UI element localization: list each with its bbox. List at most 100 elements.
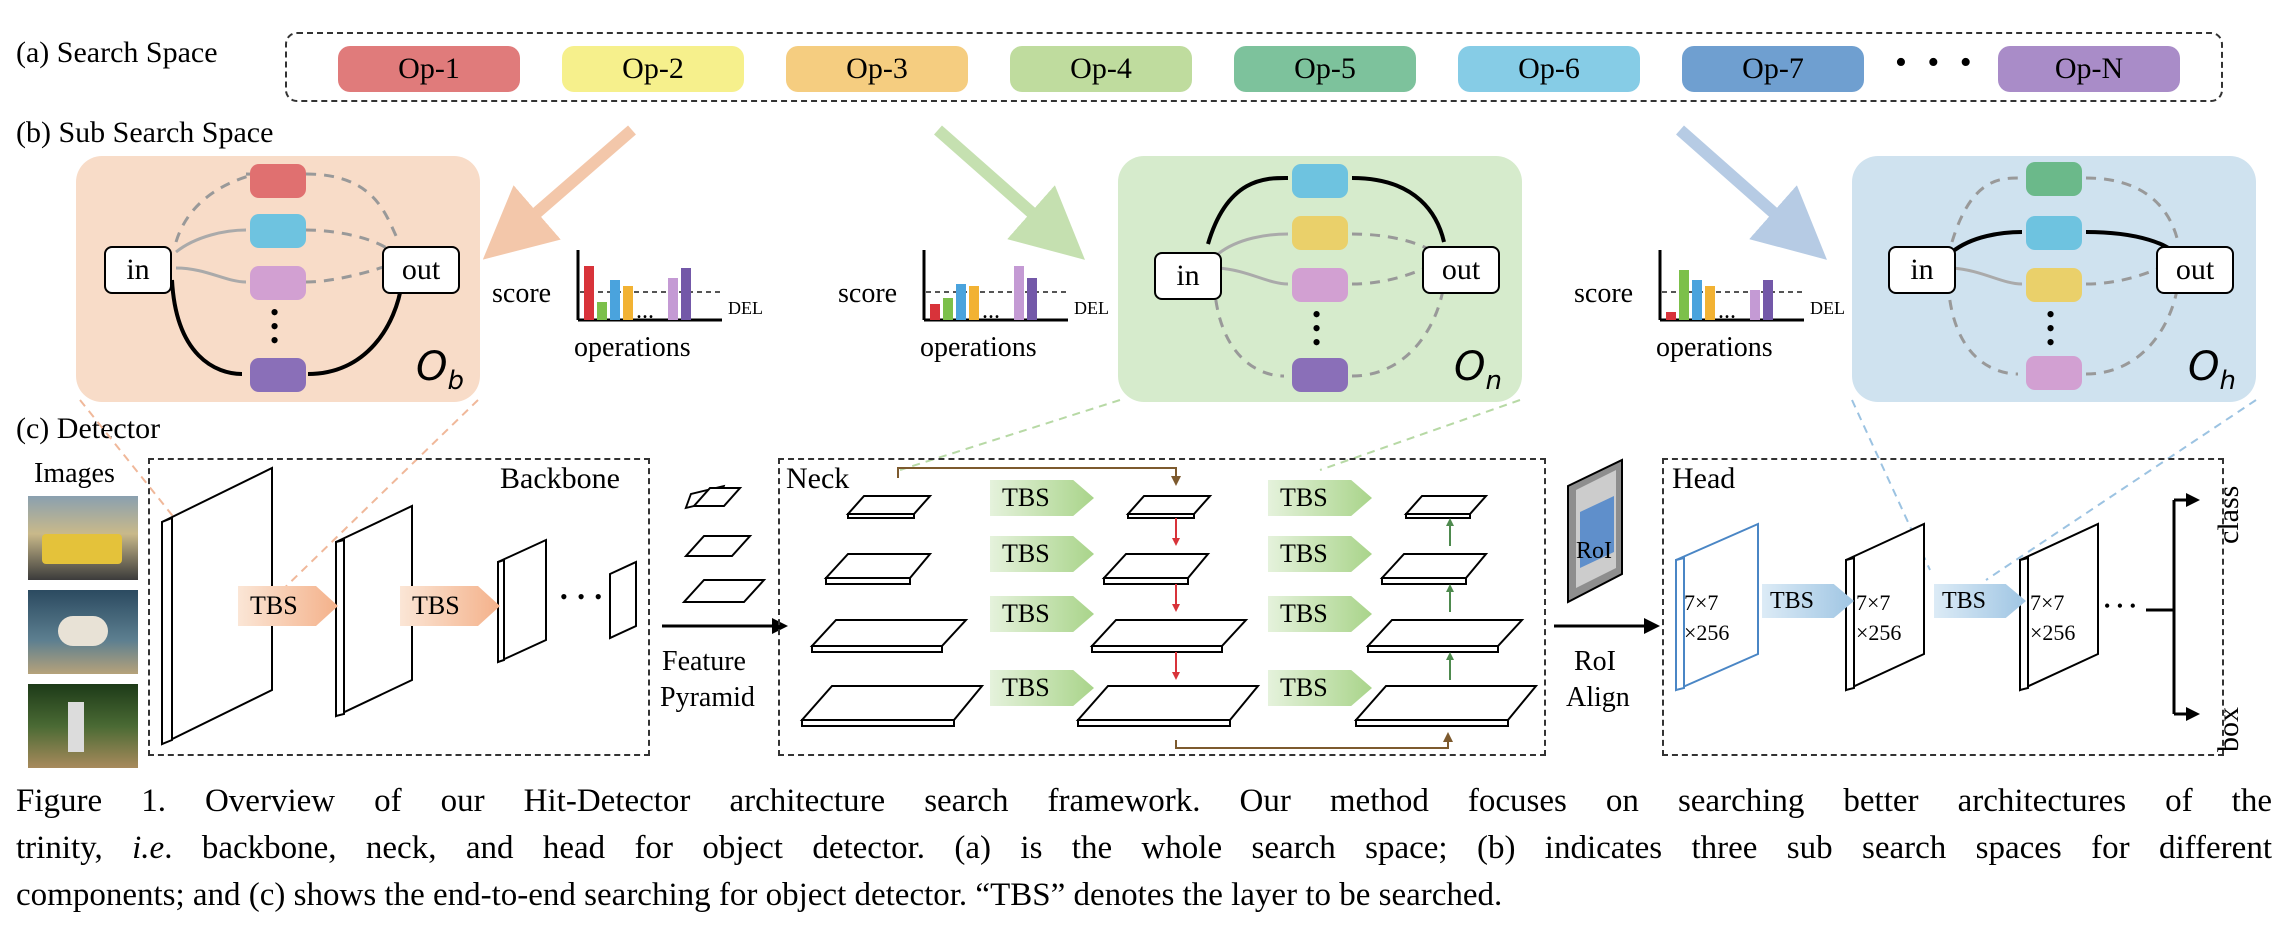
tbs-neck-7: TBS: [1268, 596, 1372, 632]
sub-space-neck-op: [1292, 164, 1348, 198]
neck-label: Neck: [786, 462, 850, 495]
sub-space-backbone-op: [250, 266, 306, 300]
sub-space-neck: in out ••• On: [1118, 156, 1522, 402]
sub-space-head-in: in: [1888, 246, 1956, 294]
tbs-backbone-1: TBS: [238, 586, 338, 626]
tbs-head-2: TBS: [1934, 584, 2026, 618]
tbs-neck-6: TBS: [1268, 536, 1372, 572]
sub-space-neck-subscript: n: [1485, 366, 1502, 396]
op-3: Op-3: [786, 46, 968, 92]
tbs-neck-8: TBS: [1268, 670, 1372, 706]
backbone-ellipsis: • • •: [560, 584, 605, 609]
head-block-dim-2: ×256: [1856, 620, 1902, 645]
sub-space-head-op: [2026, 216, 2082, 250]
bus-shape: [42, 534, 122, 564]
section-a-label: (a) Search Space: [16, 36, 218, 69]
sub-space-neck-op: [1292, 358, 1348, 392]
images-label: Images: [34, 458, 115, 489]
backbone-label: Backbone: [500, 462, 620, 495]
op-7: Op-7: [1682, 46, 1864, 92]
head-ellipsis: • • •: [2104, 596, 2137, 616]
sub-space-backbone-out: out: [382, 246, 460, 294]
svg-text:...: ...: [636, 298, 654, 322]
sub-space-backbone: in out ••• Ob: [76, 156, 480, 402]
score-chart-xlabel: operations: [1656, 332, 1773, 363]
head-block-1-label: 7×7 ×256: [1684, 588, 1729, 648]
caption-line-2: trinity, i.e. backbone, neck, and head f…: [16, 825, 2272, 872]
sub-space-head-op: [2026, 356, 2082, 390]
player-shape: [68, 702, 84, 752]
score-chart-bars: ...: [922, 250, 1068, 322]
head-blocks: [1675, 493, 2200, 721]
search-space-container: [285, 32, 2223, 102]
neck-feature-maps: [799, 467, 1539, 749]
head-block-dim-1: 7×7: [1684, 590, 1719, 615]
output-box-label: box: [2212, 707, 2245, 752]
op-4: Op-4: [1010, 46, 1192, 92]
sub-space-neck-vdots: •••: [1312, 300, 1322, 357]
section-c-label: (c) Detector: [16, 412, 161, 445]
thumbnail-dog-image: [28, 590, 138, 674]
score-chart-neck: score ... DEL operations: [836, 250, 1116, 370]
op-5: Op-5: [1234, 46, 1416, 92]
feature-pyramid-arrow: [662, 618, 788, 634]
arrow-to-backbone-space: [482, 125, 636, 260]
roi-align-label: RoI Align: [1566, 644, 1630, 716]
tbs-head-1: TBS: [1762, 584, 1854, 618]
op-1: Op-1: [338, 46, 520, 92]
score-chart-ylabel: score: [838, 278, 898, 309]
sub-space-backbone-vdots: •••: [270, 298, 280, 355]
head-block-dim-2: ×256: [2030, 620, 2076, 645]
sub-space-neck-out: out: [1422, 246, 1500, 294]
roi-align-line2: Align: [1566, 682, 1630, 713]
score-chart-xlabel: operations: [920, 332, 1037, 363]
sub-space-head: in out ••• Oh: [1852, 156, 2256, 402]
sub-space-head-op: [2026, 268, 2082, 302]
sub-space-head-subscript: h: [2219, 366, 2236, 396]
roi-feature-map: [1567, 458, 1623, 604]
neck-box: [778, 458, 1546, 756]
sub-space-head-vdots: •••: [2046, 300, 2056, 357]
roi-align-arrow: [1554, 618, 1660, 634]
head-block-dim-1: 7×7: [1856, 590, 1891, 615]
backbone-feature-maps: [161, 466, 637, 746]
sub-space-backbone-symbol: Ob: [416, 344, 464, 396]
feature-pyramid-icon: [681, 484, 767, 603]
tbs-neck-3: TBS: [990, 596, 1094, 632]
caption-line-2a: trinity,: [16, 830, 133, 866]
sub-space-backbone-op: [250, 164, 306, 198]
sub-space-neck-in: in: [1154, 252, 1222, 300]
caption-line-3: components; and (c) shows the end-to-end…: [16, 877, 1503, 913]
feature-pyramid-label: Feature Pyramid: [660, 644, 755, 716]
tbs-neck-4: TBS: [990, 670, 1094, 706]
roi-align-line1: RoI: [1574, 646, 1616, 677]
score-chart-xlabel: operations: [574, 332, 691, 363]
head-block-dim-1: 7×7: [2030, 590, 2065, 615]
backbone-box: [148, 458, 650, 756]
head-block-2-label: 7×7 ×256: [1856, 588, 1901, 648]
head-box: [1662, 458, 2224, 756]
score-chart-head: score ... DEL operations: [1572, 250, 1852, 370]
head-block-dim-2: ×256: [1684, 620, 1730, 645]
caption-line-1: Figure 1. Overview of our Hit-Detector a…: [16, 783, 2272, 819]
score-chart-ylabel: score: [492, 278, 552, 309]
score-chart-bars: ...: [576, 250, 722, 322]
dog-shape: [58, 616, 108, 646]
svg-text:...: ...: [982, 298, 1000, 322]
arrow-to-head-space: [1676, 125, 1827, 260]
output-class-label: class: [2212, 485, 2245, 544]
op-2: Op-2: [562, 46, 744, 92]
roi-label: RoI: [1576, 538, 1612, 564]
tbs-backbone-2: TBS: [400, 586, 500, 626]
caption-line-2b: . backbone, neck, and head for object de…: [164, 830, 2272, 866]
sub-space-backbone-symbol-letter: O: [416, 344, 448, 390]
score-chart-del: DEL: [1074, 298, 1109, 318]
tbs-neck-5: TBS: [1268, 480, 1372, 516]
sub-space-backbone-op: [250, 214, 306, 248]
thumbnail-bus-image: [28, 496, 138, 580]
score-chart-del: DEL: [728, 298, 763, 318]
sub-space-neck-op: [1292, 268, 1348, 302]
thumbnail-baseball-image: [28, 684, 138, 768]
head-block-3-label: 7×7 ×256: [2030, 588, 2075, 648]
svg-text:...: ...: [1718, 298, 1736, 322]
